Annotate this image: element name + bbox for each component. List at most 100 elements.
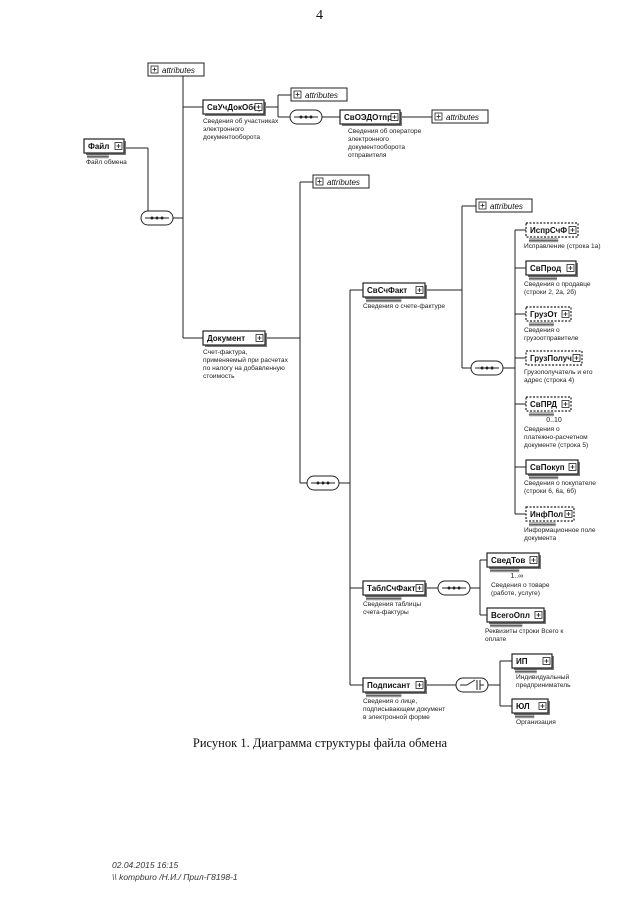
element-description: Исправление (строка 1а) [524, 243, 601, 250]
expand-icon[interactable] [478, 201, 487, 210]
element-description: Сведения о [524, 327, 560, 334]
attributes-label: attributes [162, 66, 195, 75]
element-description: электронного [348, 136, 389, 143]
expand-icon[interactable] [114, 142, 123, 150]
attributes-dokument[interactable]: attributes [312, 174, 370, 189]
element-description: Сведения о продавце [524, 281, 591, 288]
footer-path: \\ kompburo /Н.И./ Прил-Г8198-1 [112, 872, 238, 882]
expand-icon[interactable] [150, 65, 159, 74]
element-description: документооборота [203, 133, 260, 141]
expand-icon[interactable] [415, 286, 424, 294]
element-description: предприниматель [516, 682, 571, 689]
element-description: (строки 6, 6а, 6б) [524, 487, 576, 495]
expand-icon[interactable] [315, 177, 324, 186]
element-description: Сведения о покупателе [524, 480, 596, 487]
element-description: стоимость [203, 373, 235, 380]
element-name: Документ [207, 334, 245, 343]
attributes-fail[interactable]: attributes [147, 62, 205, 77]
expand-icon[interactable] [255, 334, 264, 342]
expand-icon[interactable] [529, 556, 538, 564]
expand-icon[interactable] [561, 400, 570, 408]
expand-icon[interactable] [415, 681, 424, 689]
element-description: Счет-фактура, [203, 349, 247, 356]
element-name: СвОЭДОтпр [344, 113, 392, 122]
sequence-compositor [289, 109, 323, 125]
element-description: (строки 2, 2а, 2б) [524, 288, 576, 296]
expand-icon[interactable] [434, 112, 443, 121]
expand-icon[interactable] [561, 310, 570, 318]
expand-icon[interactable] [415, 584, 424, 592]
element-description: счета-фактуры [363, 609, 409, 616]
element-isprsf[interactable]: ИспрСчФ Исправление (строка 1а) [524, 222, 601, 250]
element-description: документооборота [348, 143, 405, 151]
element-name: ТаблСчФакт [367, 584, 416, 593]
element-name: СвПРД [530, 400, 557, 409]
expand-icon[interactable] [566, 264, 575, 272]
element-description: Организация [516, 719, 556, 726]
element-description: применяемый при расчетах [203, 356, 289, 364]
expand-icon[interactable] [572, 354, 581, 362]
expand-icon[interactable] [390, 113, 399, 121]
cardinality: 1..∞ [510, 573, 523, 580]
sequence-compositor [140, 210, 174, 226]
expand-icon[interactable] [568, 463, 577, 471]
element-description: Сведения о лице, [363, 698, 417, 705]
element-description: подписывающем документ [363, 706, 445, 713]
connector-lines [124, 69, 526, 707]
element-description: Грузополучатель и его [524, 369, 593, 376]
expand-icon[interactable] [542, 657, 551, 665]
attributes-label: attributes [305, 91, 338, 100]
attributes-svoedotpr[interactable]: attributes [431, 109, 489, 124]
element-description: в электронной форме [363, 713, 430, 721]
element-description: грузоотправителе [524, 335, 579, 342]
attributes-label: attributes [446, 113, 479, 122]
element-name: СведТов [491, 556, 525, 565]
element-description: Индивидуальный [516, 673, 569, 681]
figure-caption: Рисунок 1. Диаграмма структуры файла обм… [192, 736, 448, 750]
element-name: ВсегоОпл [491, 611, 530, 620]
expand-icon[interactable] [534, 611, 543, 619]
element-name: ИспрСчФ [530, 226, 567, 235]
attributes-svuchdok[interactable]: attributes [290, 87, 348, 102]
expand-icon[interactable] [564, 510, 573, 518]
element-description: отправителя [348, 152, 387, 159]
footer-timestamp: 02.04.2015 16:15 [112, 860, 179, 870]
element-yul[interactable]: ЮЛ Организация [511, 698, 556, 726]
element-description: адрес (строка 4) [524, 377, 574, 384]
element-name: ЮЛ [516, 702, 530, 711]
element-description: Информационное поле [524, 527, 596, 534]
page-number: 4 [316, 8, 323, 23]
expand-icon[interactable] [568, 226, 577, 234]
element-name: ИнфПол [530, 510, 563, 519]
element-description: оплате [485, 636, 507, 643]
expand-icon[interactable] [254, 103, 263, 111]
element-name: Файл [88, 142, 109, 151]
element-description: документа [524, 535, 556, 542]
attributes-svschfakt[interactable]: attributes [475, 198, 533, 213]
sequence-compositor [437, 580, 471, 596]
cardinality: 0..10 [546, 417, 562, 424]
expand-icon[interactable] [538, 702, 547, 710]
sequence-compositor [306, 475, 340, 491]
element-description: Сведения об операторе [348, 127, 422, 135]
element-description: Сведения об участниках [203, 117, 279, 125]
expand-icon[interactable] [293, 90, 302, 99]
